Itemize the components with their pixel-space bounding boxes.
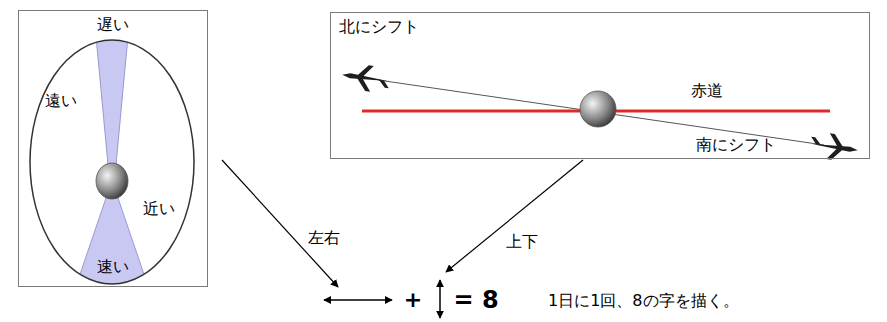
equals-eight: = 8 (453, 286, 498, 315)
orbit-label: 近い (143, 199, 175, 218)
orbit-label: 北にシフト (339, 17, 419, 36)
horizontal-double-arrow (324, 299, 392, 301)
caption-note: 1日に1回、8の字を描く。 (548, 291, 739, 310)
orbit-ellipse (30, 40, 194, 284)
orbit-label: 遅い (97, 15, 129, 34)
axis-label: 左右 (308, 228, 340, 247)
pointer-arrow (222, 160, 338, 287)
vertical-double-arrow (439, 280, 441, 318)
orbit-label: 南にシフト (696, 135, 776, 154)
plus-sign: + (404, 287, 422, 313)
orbit-label: 遠い (45, 91, 77, 110)
satellite-icon (340, 62, 391, 94)
slow-wedge (96, 36, 128, 165)
earth-sphere (96, 163, 128, 199)
orbit-label: 速い (97, 257, 129, 276)
pointer-arrow (446, 160, 583, 272)
axis-label: 上下 (506, 232, 538, 251)
orbit-line (378, 80, 824, 145)
earth-sphere (580, 91, 616, 127)
orbit-top-view-panel: 遅い遠い近い速い (18, 10, 208, 287)
orbit-side-view-panel: 北にシフト赤道南にシフト (330, 12, 870, 159)
orbit-label: 赤道 (691, 81, 723, 100)
speed-wedges (74, 36, 150, 292)
